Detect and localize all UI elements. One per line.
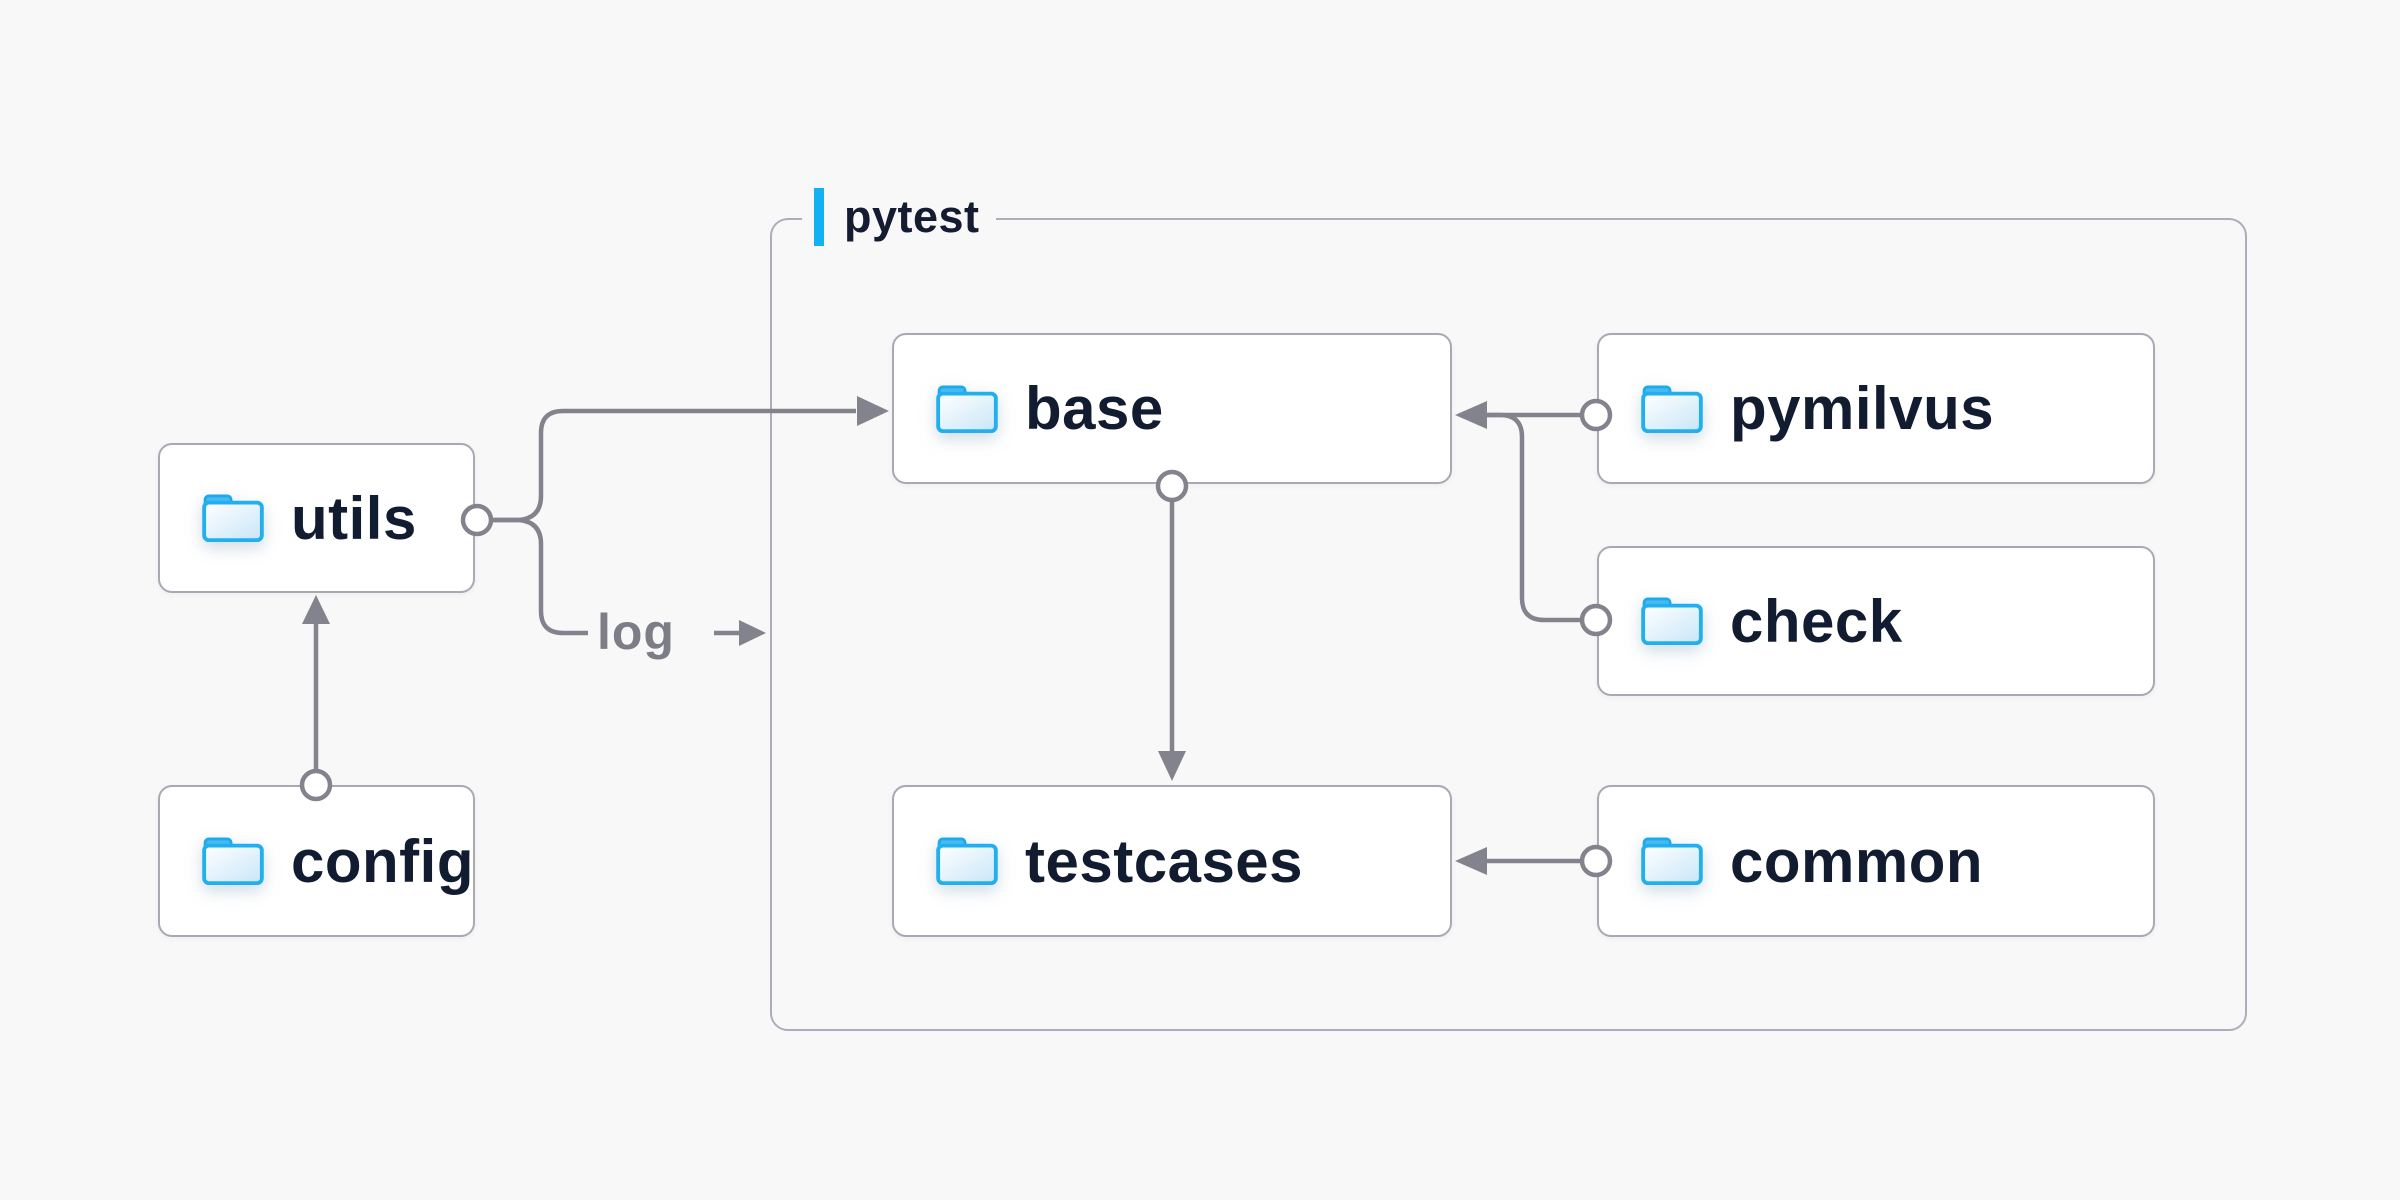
edge-label-log: log <box>597 604 675 660</box>
edge-log-arrowhead <box>739 620 766 646</box>
pytest-group-title: pytest <box>844 191 980 242</box>
folder-icon <box>1641 597 1703 646</box>
node-label: common <box>1730 827 1984 895</box>
pytest-group-frame <box>770 218 2247 1031</box>
folder-icon <box>1641 384 1703 433</box>
pytest-group-label: pytest <box>802 184 996 250</box>
node-utils: utils <box>158 443 475 593</box>
folder-icon <box>936 384 998 433</box>
node-label: config <box>291 827 474 895</box>
node-label: check <box>1730 587 1903 655</box>
node-check: check <box>1597 546 2155 696</box>
folder-icon <box>936 837 998 886</box>
node-common: common <box>1597 785 2155 937</box>
node-label: pymilvus <box>1730 375 1995 442</box>
node-label: testcases <box>1025 827 1304 895</box>
node-pymilvus: pymilvus <box>1597 333 2155 484</box>
node-testcases: testcases <box>892 785 1452 937</box>
folder-icon <box>1641 837 1703 886</box>
edge-utils-log-line <box>491 517 588 636</box>
accent-bar <box>814 188 824 246</box>
node-config: config <box>158 785 475 937</box>
node-label: utils <box>291 484 417 552</box>
node-base: base <box>892 333 1452 484</box>
node-label: base <box>1025 375 1164 442</box>
folder-icon <box>202 494 264 543</box>
folder-icon <box>202 837 264 886</box>
edge-config-utils-arrowhead <box>302 595 330 624</box>
